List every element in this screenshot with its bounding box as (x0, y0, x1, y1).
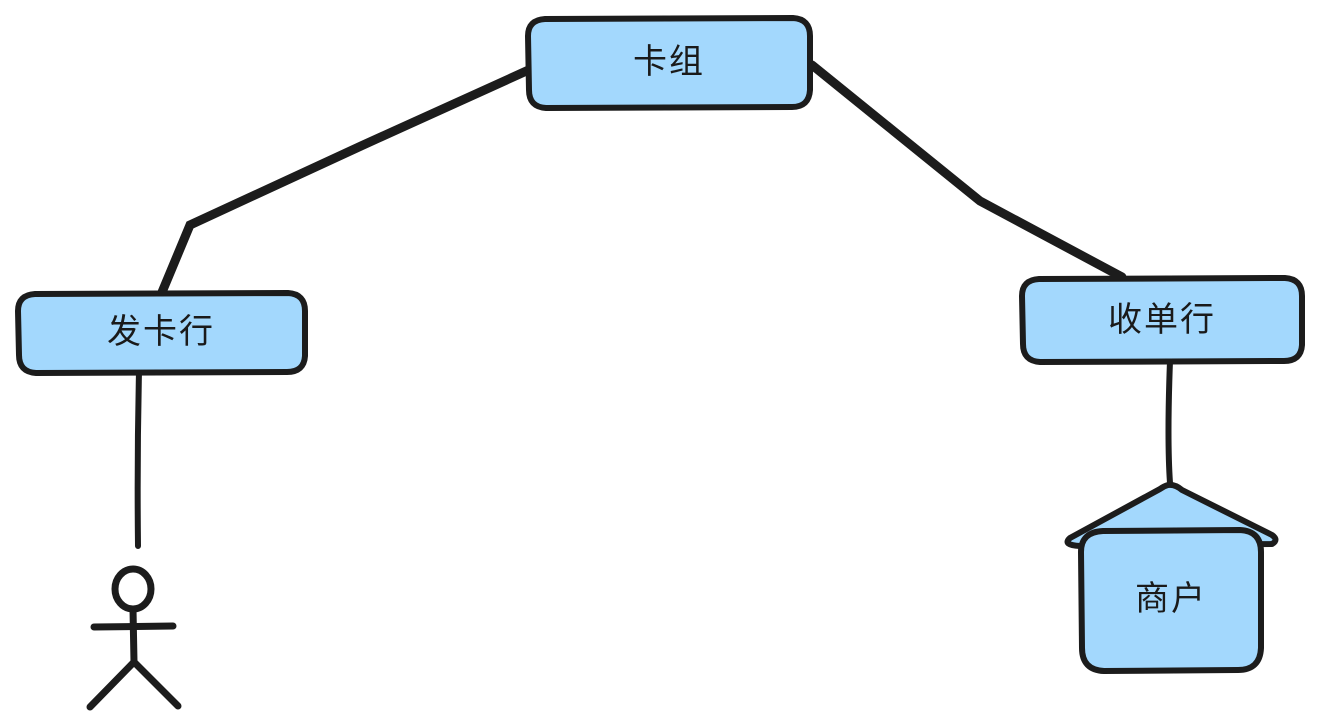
node-acquiring-bank[interactable]: 收单行 (1019, 275, 1305, 365)
cardholder-right-leg (130, 658, 182, 710)
node-card-network[interactable]: 卡组 (525, 15, 813, 111)
acquiring-bank-label: 收单行 (1108, 301, 1216, 339)
cardholder-arms (90, 622, 177, 631)
edge-card-network-to-issuing-bank (155, 63, 538, 302)
cardholder-left-leg (86, 658, 138, 711)
node-merchant[interactable]: 商户 (1064, 481, 1279, 674)
merchant-label: 商户 (1135, 580, 1207, 618)
cardholder-head-icon (111, 565, 155, 613)
edge-acquiring-bank-to-merchant (1165, 358, 1173, 486)
issuing-bank-label: 发卡行 (107, 313, 215, 351)
node-issuing-bank[interactable]: 发卡行 (15, 290, 308, 376)
cardholder-torso (129, 605, 138, 666)
edge-layer (134, 60, 1173, 549)
issuing-bank-box[interactable] (15, 290, 308, 376)
acquiring-bank-box[interactable] (1019, 275, 1305, 365)
card-network-box[interactable] (525, 15, 813, 111)
merchant-body[interactable] (1078, 527, 1264, 674)
edge-card-network-to-acquiring-bank (807, 60, 1127, 282)
card-network-label: 卡组 (633, 43, 705, 81)
edge-issuing-bank-to-cardholder (134, 369, 142, 549)
node-cardholder[interactable] (86, 565, 182, 711)
